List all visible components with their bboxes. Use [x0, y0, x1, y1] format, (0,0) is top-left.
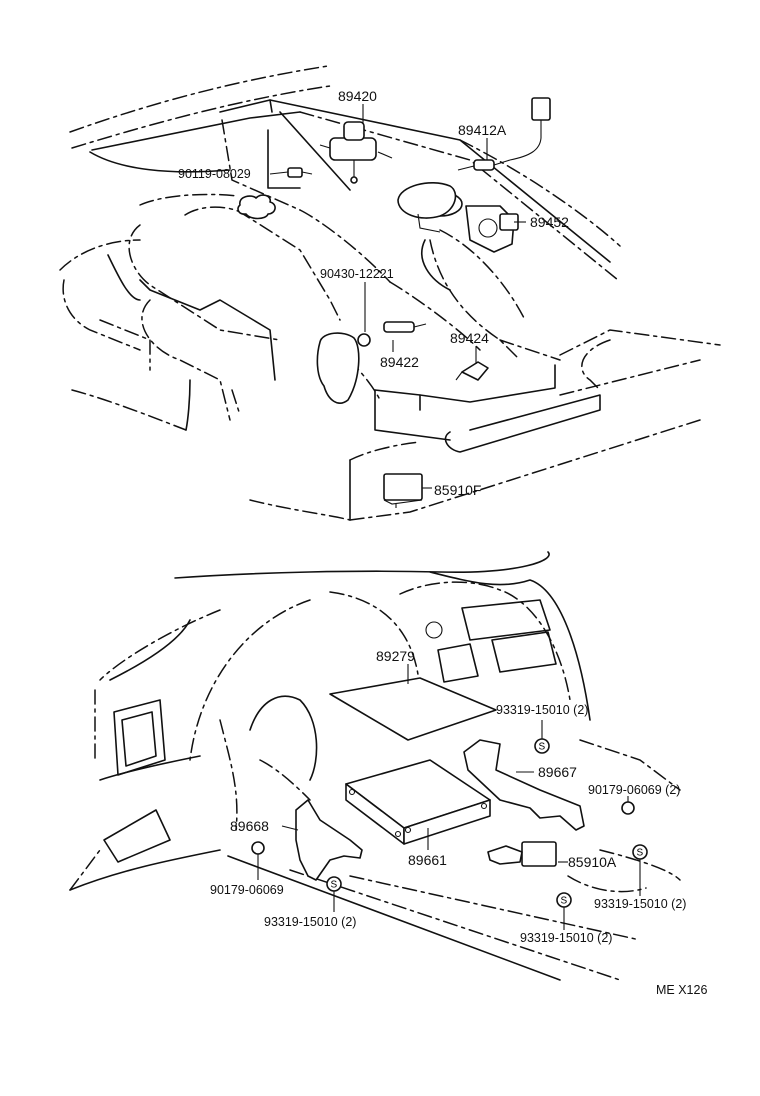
bracket-89667 — [463, 739, 585, 831]
nut-90179-left — [251, 841, 265, 880]
figure-code: ME X126 — [656, 983, 708, 997]
label-93319-15010-bottom: 93319-15010 (2) — [520, 931, 613, 945]
sensor-89412A — [457, 97, 551, 171]
bolt-90119 — [287, 167, 313, 178]
cover-89279 — [329, 664, 497, 741]
label-89424: 89424 — [450, 330, 489, 346]
bracket-89668 — [281, 799, 363, 881]
label-89667: 89667 — [538, 764, 577, 780]
label-93319-15010-right: 93319-15010 (2) — [594, 897, 687, 911]
svg-text:S: S — [561, 896, 568, 907]
label-85910F: 85910F — [434, 482, 482, 498]
relay-85910A — [487, 841, 568, 867]
nut-90179-right — [621, 796, 635, 815]
label-89452: 89452 — [530, 214, 569, 230]
clip-s-top: S — [534, 720, 550, 754]
interior-view: S S S S — [69, 551, 681, 981]
throttle-body — [397, 182, 463, 233]
label-93319-15010-left: 93319-15010 (2) — [264, 915, 357, 929]
engine-compartment-view — [59, 65, 721, 521]
svg-text:S: S — [331, 880, 338, 891]
svg-text:S: S — [539, 742, 546, 753]
ecu-89661 — [345, 759, 491, 850]
clip-s-right: S — [632, 844, 648, 896]
label-90119-08029: 90119-08029 — [178, 167, 251, 181]
label-85910A: 85910A — [568, 854, 617, 870]
label-89420: 89420 — [338, 88, 377, 104]
label-93319-15010-top: 93319-15010 (2) — [496, 703, 589, 717]
sensor-89422 — [316, 321, 427, 404]
clip-s-bottom: S — [556, 892, 572, 930]
label-90179-06069-left: 90179-06069 — [210, 883, 284, 897]
label-89668: 89668 — [230, 818, 269, 834]
label-90179-06069-right: 90179-06069 (2) — [588, 783, 681, 797]
sensor-89424 — [455, 361, 489, 381]
vsv-89420 — [319, 121, 393, 184]
label-90430-12221: 90430-12221 — [320, 267, 394, 281]
label-89422: 89422 — [380, 354, 419, 370]
svg-text:S: S — [637, 848, 644, 859]
throttle-sensor-89452 — [465, 205, 519, 253]
relay-85910F — [383, 473, 423, 508]
clip-s-left: S — [326, 876, 342, 912]
label-89412A: 89412A — [458, 122, 507, 138]
label-89279: 89279 — [376, 648, 415, 664]
label-89661: 89661 — [408, 852, 447, 868]
